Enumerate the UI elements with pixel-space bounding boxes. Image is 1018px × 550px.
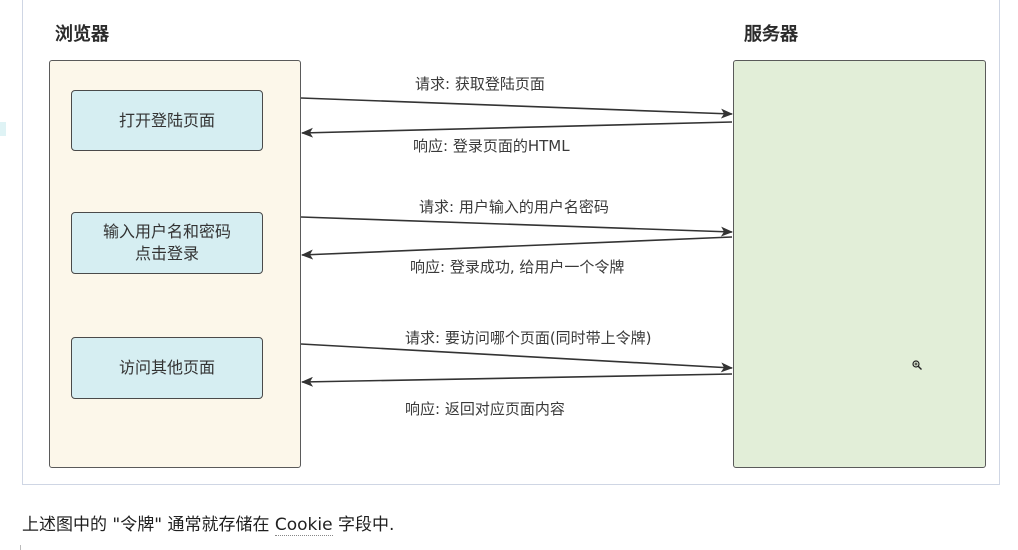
server-lane (733, 60, 986, 468)
arrow-response-token (301, 236, 733, 260)
caption-text: 上述图中的 "令牌" 通常就存储在 Cookie 字段中. (22, 510, 395, 536)
browser-lane-title: 浏览器 (55, 24, 109, 45)
caption-after: 字段中. (332, 515, 395, 535)
arrow-request-credentials (300, 216, 733, 237)
server-lane-title: 服务器 (744, 24, 798, 45)
arrow-response-login-html (301, 121, 733, 138)
caption-before: 上述图中的 "令牌" 通常就存储在 (22, 515, 275, 535)
message-label: 响应: 登录成功, 给用户一个令牌 (410, 258, 625, 276)
action-open-login-page: 打开登陆页面 (71, 90, 263, 151)
divider-tick (20, 545, 21, 550)
action-label: 输入用户名和密码 (102, 222, 231, 241)
arrow-response-page-content (301, 373, 733, 387)
cookie-link[interactable]: Cookie (274, 515, 333, 536)
message-label: 响应: 登录页面的HTML (413, 137, 570, 155)
action-visit-other-page: 访问其他页面 (71, 337, 263, 399)
action-enter-credentials: 输入用户名和密码 点击登录 (71, 212, 263, 274)
arrow-request-page-with-token (300, 343, 733, 373)
edge-decoration (0, 122, 6, 136)
message-label: 请求: 用户输入的用户名密码 (419, 198, 609, 216)
arrow-request-login-page (300, 97, 733, 119)
message-label: 请求: 获取登陆页面 (415, 75, 545, 93)
action-label: 打开登陆页面 (118, 110, 215, 130)
action-label: 点击登录 (134, 244, 199, 263)
message-label: 响应: 返回对应页面内容 (405, 400, 565, 418)
zoom-cursor-icon (912, 360, 922, 370)
message-label: 请求: 要访问哪个页面(同时带上令牌) (405, 329, 652, 347)
action-label: 访问其他页面 (118, 358, 215, 377)
